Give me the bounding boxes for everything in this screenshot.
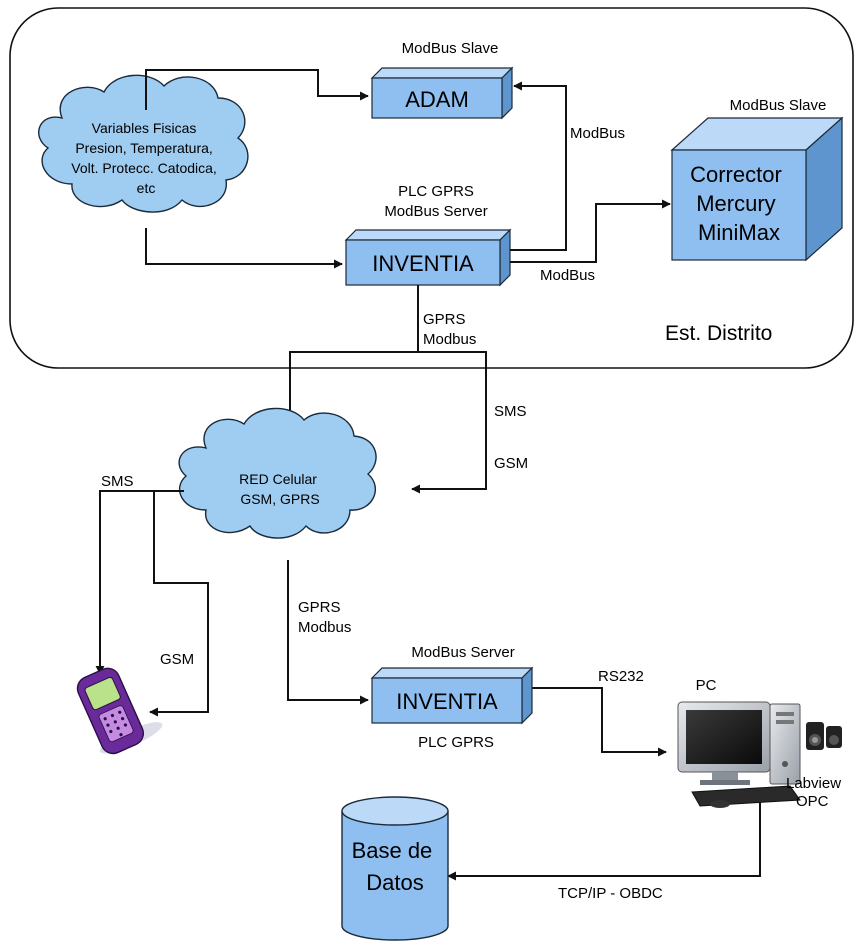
gprs-top-label-2: Modbus (423, 331, 476, 348)
station-label: Est. Distrito (665, 322, 772, 345)
physical-vars-line-1: Variables Fisicas (92, 120, 197, 136)
database-line-1: Base de (352, 838, 433, 863)
plc-top-caption-1: PLC GPRS (398, 183, 474, 200)
adam-role-label: ModBus Slave (402, 40, 499, 57)
physical-vars-line-3: Volt. Protecc. Catodica, (71, 160, 217, 176)
pc-label: PC (696, 677, 717, 694)
adam-label: ADAM (405, 87, 469, 112)
gsm-right-label: GSM (494, 455, 528, 472)
mobile-phone-icon (76, 667, 163, 755)
plc-bottom-bottom-caption: PLC GPRS (418, 734, 494, 751)
corrector-line-3: MiniMax (698, 220, 780, 245)
cellular-line-1: RED Celular (239, 471, 317, 487)
top-connectors (145, 69, 671, 494)
rs232-label: RS232 (598, 668, 644, 685)
database-line-2: Datos (366, 870, 423, 895)
physical-vars-line-4: etc (137, 180, 156, 196)
computer-icon (677, 701, 842, 808)
plc-top-caption-2: ModBus Server (384, 203, 487, 220)
corrector-line-1: Corrector (690, 162, 782, 187)
plc-top-label: INVENTIA (372, 251, 474, 276)
station-boundary (9, 7, 854, 369)
gprs-bottom-label-1: GPRS (298, 599, 341, 616)
svg-text:Corrector Mercury: Corrector Mercury MiniMax (690, 162, 788, 245)
pc-software-line-1: Labview (786, 775, 841, 792)
svg-text:Base de Datos: Base de Datos (352, 838, 439, 895)
plc-bottom-module: INVENTIA (370, 666, 534, 725)
modbus-adam-label: ModBus (570, 125, 625, 142)
cellular-network-cloud: RED Celular GSM, GPRS (178, 407, 377, 539)
pc-software-line-2: OPC (796, 793, 829, 810)
sms-right-label: SMS (494, 403, 527, 420)
adam-module: ADAM (370, 66, 514, 120)
database-cylinder: Base de Datos (341, 796, 449, 941)
physical-vars-line-2: Presion, Temperatura, (75, 140, 212, 156)
svg-text:Variables Fisicas Presio: Variables Fisicas Presion, Temperatura, … (71, 120, 220, 196)
cellular-line-2: GSM, GPRS (240, 491, 319, 507)
tcpip-label: TCP/IP - OBDC (558, 885, 663, 902)
gprs-bottom-label-2: Modbus (298, 619, 351, 636)
corrector-module: Corrector Mercury MiniMax (670, 116, 844, 262)
corrector-role-label: ModBus Slave (730, 97, 827, 114)
sms-left-label: SMS (101, 473, 134, 490)
plc-top-module: INVENTIA (344, 228, 512, 287)
gsm-left-label: GSM (160, 651, 194, 668)
modbus-corrector-label: ModBus (540, 267, 595, 284)
plc-bottom-label: INVENTIA (396, 689, 498, 714)
gprs-top-label-1: GPRS (423, 311, 466, 328)
corrector-line-2: Mercury (696, 191, 775, 216)
physical-variables-cloud: Variables Fisicas Presion, Temperatura, … (38, 74, 249, 213)
bottom-connectors (95, 490, 761, 881)
plc-bottom-top-caption: ModBus Server (411, 644, 514, 661)
svg-text:RED Celular GSM, GPRS: RED Celular GSM, GPRS (239, 471, 321, 507)
